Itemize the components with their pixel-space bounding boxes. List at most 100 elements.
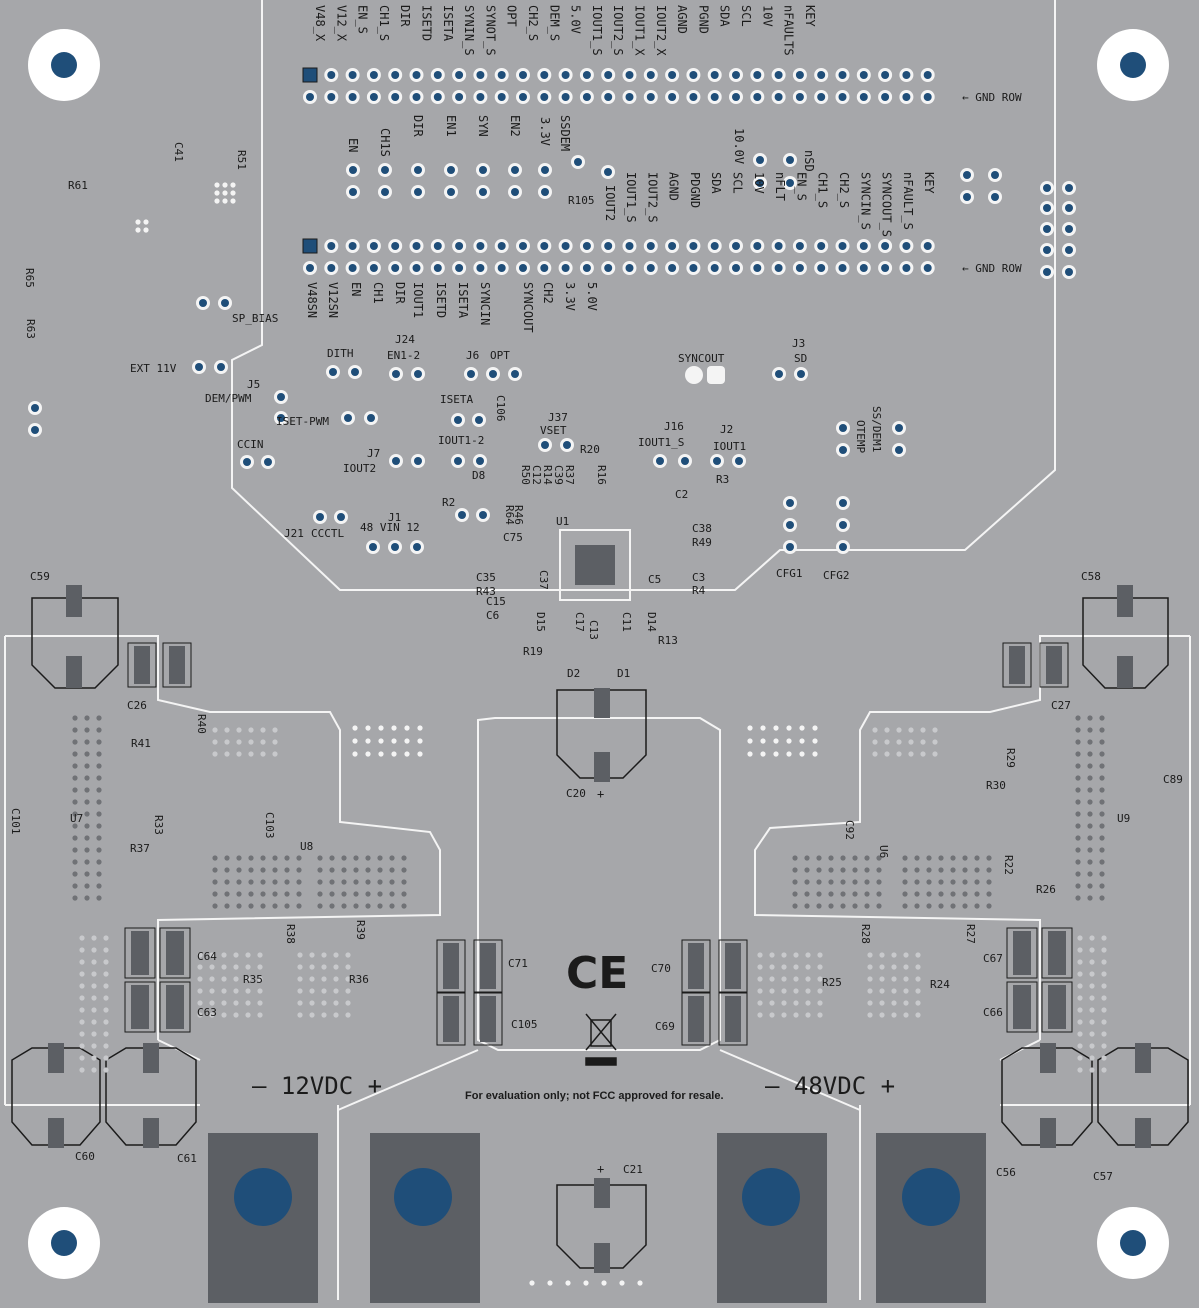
header-bottom-label: ISETD [434, 282, 448, 318]
header-pin-pad [991, 193, 999, 201]
header-pin-pad [455, 242, 464, 250]
via [926, 855, 932, 861]
via [103, 959, 109, 965]
header-pin-pad [1043, 246, 1051, 254]
via [1099, 787, 1105, 793]
silk-u8: U8 [300, 840, 313, 853]
header-pin-pad [895, 424, 903, 432]
via [365, 725, 371, 731]
via [91, 959, 97, 965]
silk-c26: C26 [127, 699, 147, 712]
header-pin-pad [817, 93, 826, 101]
via [341, 879, 347, 885]
header-pin-pad [1065, 246, 1073, 254]
via [1087, 715, 1093, 721]
header-pin-pad [433, 264, 442, 272]
via [938, 879, 944, 885]
via [103, 995, 109, 1001]
header-bottom-label: SYNCOUT [521, 282, 535, 333]
via [812, 738, 818, 744]
header-mid-right-label: SYNCIN_S [858, 172, 872, 230]
via [96, 787, 102, 793]
via [852, 879, 858, 885]
header-pin-pad [774, 264, 783, 272]
header-pin-pad [511, 370, 519, 378]
via [1075, 811, 1081, 817]
silk-r39: R39 [354, 920, 367, 940]
via [233, 964, 239, 970]
silk-plus: + [597, 1162, 604, 1176]
via [96, 775, 102, 781]
via [1087, 799, 1093, 805]
via [1099, 775, 1105, 781]
header-pin-pad [1043, 225, 1051, 233]
via [872, 739, 878, 745]
via [1077, 1031, 1083, 1037]
silk-c58: C58 [1081, 570, 1101, 583]
silk-c105: C105 [511, 1018, 538, 1031]
header-pin-pad [540, 242, 549, 250]
header-pin-pad [681, 457, 689, 465]
silk-r27: R27 [964, 924, 977, 944]
via [135, 219, 141, 225]
via [352, 738, 358, 744]
via [986, 903, 992, 909]
via [879, 976, 885, 982]
via [840, 891, 846, 897]
via [1077, 995, 1083, 1001]
header-pin-pad [195, 363, 203, 371]
silk-r105: R105 [568, 194, 595, 207]
via [345, 964, 351, 970]
via [103, 1031, 109, 1037]
silk-r13: R13 [658, 634, 678, 647]
via [401, 903, 407, 909]
via [1087, 847, 1093, 853]
pin1-marker [302, 238, 318, 254]
via [1087, 763, 1093, 769]
via [79, 1007, 85, 1013]
header-pin-pad [774, 71, 783, 79]
pin1-marker [302, 67, 318, 83]
header-mid-right2-label: IOUT2 [603, 185, 617, 221]
via [1077, 983, 1083, 989]
header-pin-pad [923, 93, 932, 101]
via [309, 964, 315, 970]
via [804, 855, 810, 861]
header-bottom-label: DIR [393, 282, 407, 304]
header-pin-pad [859, 264, 868, 272]
via [914, 855, 920, 861]
via [565, 1280, 571, 1286]
via [747, 738, 753, 744]
header-top-label: 5.0V [569, 5, 583, 34]
header-top-label: PGND [696, 5, 710, 34]
via [1087, 895, 1093, 901]
silk-r65: R65 [23, 268, 36, 288]
via [197, 988, 203, 994]
via [864, 867, 870, 873]
via [272, 879, 278, 885]
header-pin-pad [497, 264, 506, 272]
via [197, 952, 203, 958]
header-pin-pad [838, 93, 847, 101]
via [143, 227, 149, 233]
via [879, 988, 885, 994]
header-pin-pad [1065, 225, 1073, 233]
header-pin-pad [454, 457, 462, 465]
header-pin-pad [859, 93, 868, 101]
via [1075, 787, 1081, 793]
header-pin-pad [902, 264, 911, 272]
silk-c89: C89 [1163, 773, 1183, 786]
header-pin-pad [668, 264, 677, 272]
header-mid-label: EN2 [508, 115, 522, 137]
via [1075, 763, 1081, 769]
header-top-label: KEY [803, 5, 817, 27]
header-mid-right-label: SDA [709, 172, 723, 194]
silk-r28: R28 [859, 924, 872, 944]
via [214, 190, 220, 196]
via [876, 903, 882, 909]
via [321, 1012, 327, 1018]
via [1089, 959, 1095, 965]
via [236, 867, 242, 873]
via [864, 879, 870, 885]
via [840, 879, 846, 885]
